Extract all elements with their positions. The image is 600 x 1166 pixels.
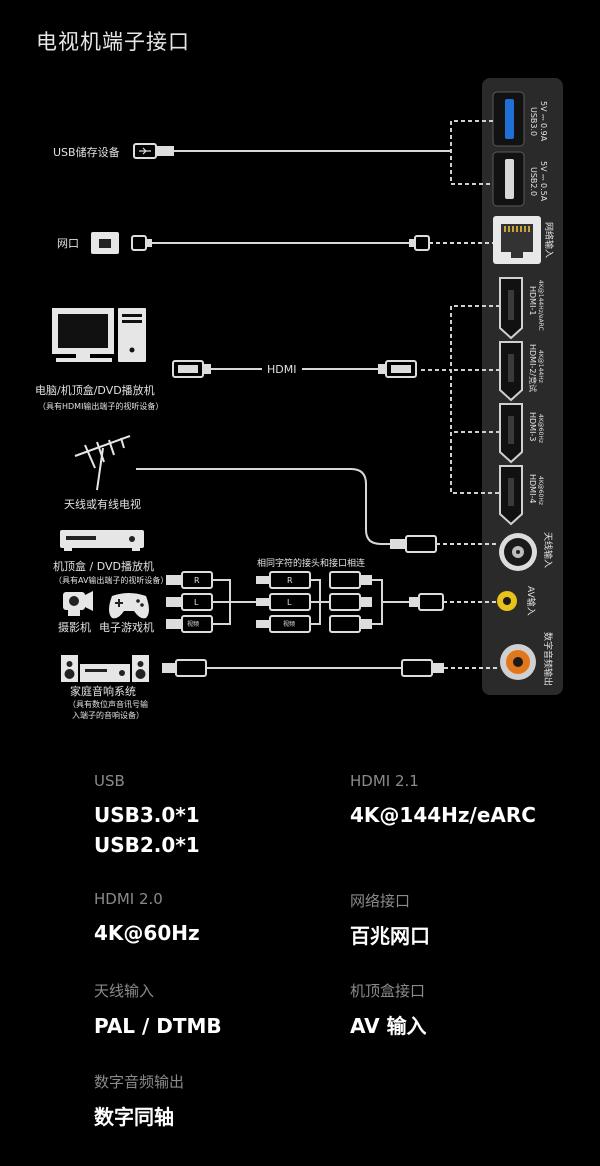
antenna-cable [136,468,390,545]
av-left-plug-v: 视频 [187,620,199,628]
spec-value: USB2.0*1 [94,833,200,857]
coax-port[interactable] [500,644,536,680]
hdmi4-label: HDMI-4 [528,474,537,503]
coax-label: 数字音频输出 [542,632,554,686]
spec-label: 机顶盒接口 [350,982,426,1000]
av-label: AV输入 [525,586,537,616]
av-cable-right [372,579,409,625]
hdmi3-spec-label: 4K@60Hz [537,414,544,443]
ethernet-port[interactable] [493,216,541,264]
page-title: 电视机端子接口 [36,30,190,54]
coax-plug-right-icon [401,659,444,677]
antenna-port[interactable] [499,533,537,571]
hdmi4-port[interactable] [499,465,523,526]
spec-value: 百兆网口 [350,924,430,948]
spec-label: 网络接口 [350,892,411,910]
spec-network: 网络接口 百兆网口 [350,890,430,951]
spec-value: 4K@144Hz/eARC [350,803,536,827]
spec-value: 4K@60Hz [94,921,200,945]
pc-label: 电脑/机顶盒/DVD播放机 [35,383,155,397]
spec-label: 天线输入 [94,982,155,1000]
spec-stb: 机顶盒接口 AV 输入 [350,980,427,1041]
home-audio-label: 家庭音响系统 [70,684,136,698]
usb-bracket [450,120,493,185]
spec-hdmi20: HDMI 2.0 4K@60Hz [94,890,200,948]
spec-digital-audio: 数字音频输出 数字同轴 [94,1071,184,1132]
rj45-plug-right-icon [409,235,430,251]
gamepad-icon [109,593,149,619]
hdmi1-port[interactable] [499,277,523,340]
home-audio-icon [61,655,149,682]
antenna-icon [74,435,131,491]
av-cable-mid [310,579,330,625]
av-mid-plug-v: 视频 [283,620,295,628]
game-label: 电子游戏机 [99,620,154,634]
antenna-plug-icon [390,535,437,553]
dvd-label: 机顶盒 / DVD播放机 [53,559,154,573]
router-icon [91,232,119,254]
spec-value: AV 输入 [350,1014,427,1038]
pc-note: （具有HDMI输出端子的视听设备） [38,401,163,411]
home-audio-note-1: （具有数位声音讯号输 [68,699,148,709]
camera-label: 摄影机 [58,620,91,634]
dvd-note: （具有AV输出端子的视听设备） [54,575,168,585]
spec-label: HDMI 2.0 [94,890,163,908]
usb30-spec-label: 5V ⎓ 0.9A [539,101,548,142]
spec-antenna: 天线输入 PAL / DTMB [94,980,222,1041]
connection-diagram: USB3.0 5V ⎓ 0.9A USB2.0 5V ⎓ 0.5A 网络输入 H… [35,78,563,720]
hdmi-cable-label: HDMI [267,363,296,376]
av-cable-left [212,579,256,625]
coax-plug-left-icon [162,659,207,677]
hdmi-plug-left-icon [172,360,211,378]
hdmi-plug-right-icon [378,360,417,378]
av-left-plug-l: L [194,598,199,607]
dvd-player-icon [60,530,144,551]
av-left-plug-r: R [194,576,200,585]
spec-label: USB [94,772,125,790]
spec-usb: USB USB3.0*1 USB2.0*1 [94,772,200,860]
av-plug-icon [409,593,444,611]
hdmi1-label: HDMI-1 [528,286,537,315]
rj45-plug-left-icon [131,235,152,251]
av-mid-plug-l: L [287,598,292,607]
hdmi2-port[interactable] [499,341,523,402]
ethernet-label: 网络输入 [543,222,555,258]
spec-value: PAL / DTMB [94,1014,222,1038]
av-mid-plug-r: R [287,576,293,585]
hdmi2-label: HDMI-2/竞试 [528,344,538,392]
usb-storage-label: USB储存设备 [53,145,120,159]
antenna-label: 天线输入 [542,532,554,568]
av-port[interactable] [497,591,517,611]
usb30-label: USB3.0 [529,107,538,136]
hdmi3-port[interactable] [499,403,523,464]
spec-value: 数字同轴 [94,1105,174,1129]
usb-plug-icon [133,143,174,159]
spec-label: 数字音频输出 [94,1073,185,1091]
hdmi2-spec-label: 4K@144Hz [537,350,544,383]
hdmi3-label: HDMI-3 [528,412,537,441]
hdmi-bracket [421,305,500,494]
computer-icon [52,308,146,362]
usb20-port[interactable] [492,151,525,207]
antenna-device-label: 天线或有线电视 [64,497,141,511]
av-note: 相同字符的接头和接口相连 [257,557,365,569]
usb30-port[interactable] [492,91,525,147]
camera-icon [63,591,93,616]
home-audio-note-2: 入端子的音响设备） [72,710,144,720]
spec-value: USB3.0*1 [94,803,200,827]
usb20-label: USB2.0 [529,167,538,196]
hdmi4-spec-label: 4K@60Hz [537,476,544,505]
usb20-spec-label: 5V ⎓ 0.5A [539,161,548,202]
spec-hdmi21: HDMI 2.1 4K@144Hz/eARC [350,772,536,830]
network-label: 网口 [57,237,79,250]
av-right-plugs [329,571,372,633]
hdmi1-spec-label: 4K@144Hz/eARC [537,280,544,331]
spec-label: HDMI 2.1 [350,772,419,790]
